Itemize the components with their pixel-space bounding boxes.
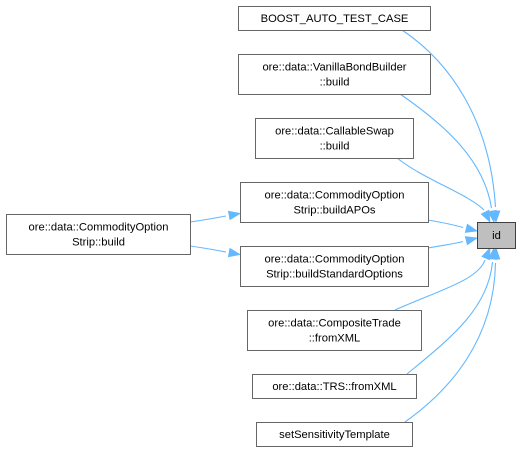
edge-arrowhead: [227, 210, 242, 221]
node-label-line: ore::data::CommodityOption: [29, 222, 169, 234]
edge-commodity_option_strip_build_apos-to-id: [427, 219, 479, 233]
node-label-line: ::fromXML: [309, 333, 361, 345]
node-vanilla-bond-builder-build[interactable]: ore::data::VanillaBondBuilder::build: [238, 54, 431, 95]
edge-line: [427, 219, 464, 229]
node-trs-from-xml[interactable]: ore::data::TRS::fromXML: [252, 374, 417, 399]
node-box[interactable]: [240, 246, 429, 287]
edge-commodity_option_strip_build_standard_options-to-id: [427, 236, 479, 249]
node-label-line: Strip::buildAPOs: [293, 205, 375, 217]
edge-set_sensitivity_template-to-id: [404, 246, 501, 423]
node-commodity-option-strip-build-standard-options[interactable]: ore::data::CommodityOptionStrip::buildSt…: [240, 246, 429, 287]
node-label-line: setSensitivityTemplate: [279, 429, 390, 441]
node-box[interactable]: [256, 422, 413, 447]
node-id[interactable]: id: [477, 222, 516, 249]
node-label-line: ::build: [320, 141, 350, 153]
node-box[interactable]: [6, 214, 191, 255]
node-label-line: BOOST_AUTO_TEST_CASE: [261, 13, 409, 25]
node-set-sensitivity-template[interactable]: setSensitivityTemplate: [256, 422, 413, 447]
edge-commodity_option_strip_build-to-commodity_option_strip_build_standard_options: [189, 245, 242, 258]
edge-line: [189, 245, 227, 253]
edge-arrowhead: [481, 246, 491, 261]
node-label-line: ore::data::CommodityOption: [265, 190, 405, 202]
edge-vanilla_bond_builder_build-to-id: [399, 93, 497, 224]
node-label-line: ore::data::CallableSwap: [275, 126, 394, 138]
node-box[interactable]: [238, 54, 431, 95]
edge-composite_trade_from_xml-to-id: [394, 246, 491, 311]
edge-line: [404, 262, 497, 423]
node-label-line: ore::data::VanillaBondBuilder: [262, 62, 406, 74]
edge-line: [406, 261, 494, 375]
edge-line: [401, 29, 497, 208]
edges-layer: [189, 29, 501, 423]
node-box[interactable]: [477, 222, 516, 249]
edge-line: [189, 215, 227, 223]
node-label-line: id: [492, 230, 501, 242]
nodes-layer: BOOST_AUTO_TEST_CASEore::data::VanillaBo…: [6, 6, 516, 447]
edge-commodity_option_strip_build-to-commodity_option_strip_build_apos: [189, 210, 242, 223]
node-label-line: ore::data::CommodityOption: [265, 254, 405, 266]
edge-arrowhead: [464, 223, 479, 233]
edge-line: [399, 93, 493, 209]
node-commodity-option-strip-build-apos[interactable]: ore::data::CommodityOptionStrip::buildAP…: [240, 182, 429, 223]
edge-arrowhead: [480, 209, 491, 224]
node-boost-auto-test-case[interactable]: BOOST_AUTO_TEST_CASE: [238, 6, 431, 31]
node-label-line: Strip::buildStandardOptions: [266, 269, 403, 281]
edge-arrowhead: [487, 209, 497, 224]
node-label-line: ore::data::CompositeTrade: [268, 318, 401, 330]
node-box[interactable]: [238, 6, 431, 31]
edge-callable_swap_build-to-id: [396, 157, 491, 224]
edge-arrowhead: [490, 246, 501, 260]
edge-line: [396, 157, 485, 211]
node-composite-trade-from-xml[interactable]: ore::data::CompositeTrade::fromXML: [247, 310, 422, 351]
edge-line: [427, 240, 464, 249]
node-label-line: ore::data::TRS::fromXML: [272, 381, 396, 393]
edge-arrowhead: [464, 236, 479, 246]
node-label-line: Strip::build: [72, 237, 125, 249]
node-box[interactable]: [255, 118, 414, 159]
node-callable-swap-build[interactable]: ore::data::CallableSwap::build: [255, 118, 414, 159]
node-box[interactable]: [247, 310, 422, 351]
edge-line: [394, 259, 486, 311]
node-box[interactable]: [240, 182, 429, 223]
edge-arrowhead: [227, 247, 242, 258]
node-label-line: ::build: [320, 77, 350, 89]
node-box[interactable]: [252, 374, 417, 399]
